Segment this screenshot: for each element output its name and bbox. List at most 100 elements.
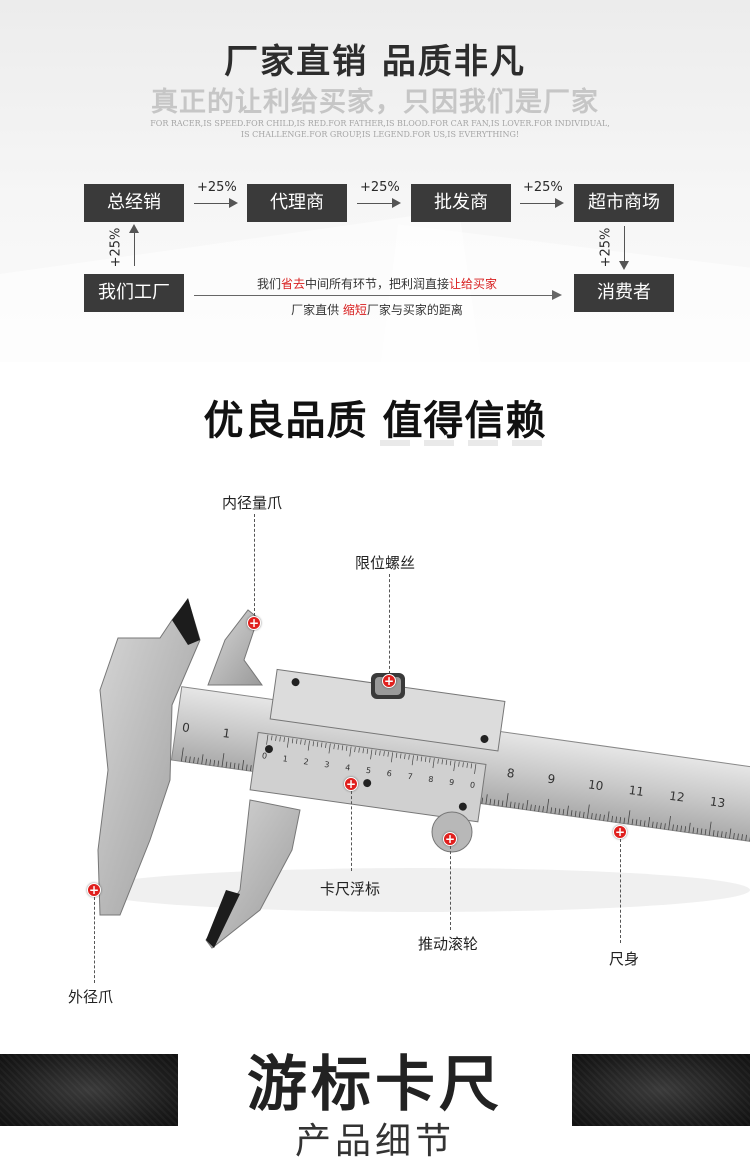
scale-tick bbox=[534, 805, 536, 812]
scale-tick bbox=[245, 764, 248, 771]
scale-tick bbox=[550, 807, 553, 814]
scale-number: 1 bbox=[222, 726, 232, 741]
label-main-body: 尺身 bbox=[609, 950, 640, 968]
label-vernier: 卡尺浮标 bbox=[320, 880, 381, 898]
marker-main-body: + bbox=[613, 825, 627, 839]
scale-tick bbox=[546, 798, 550, 813]
vernier-tick bbox=[275, 735, 277, 741]
scale-tick bbox=[627, 810, 631, 825]
vernier-tick bbox=[320, 742, 323, 748]
scale-tick bbox=[237, 763, 240, 770]
scale-number: 9 bbox=[547, 772, 557, 787]
scale-number: 12 bbox=[668, 789, 685, 805]
vernier-tick bbox=[437, 758, 439, 764]
scale-tick bbox=[660, 822, 662, 829]
scale-tick bbox=[680, 825, 682, 832]
scale-tick bbox=[684, 826, 687, 833]
supply-chain-section: 厂家直销 品质非凡 真正的让利给买家，只因我们是厂家 FOR RACER,IS … bbox=[0, 0, 750, 362]
vernier-tick bbox=[296, 738, 298, 744]
scale-tick bbox=[505, 793, 509, 808]
scale-tick bbox=[668, 815, 671, 830]
vernier-tick bbox=[366, 748, 369, 754]
scale-tick bbox=[233, 762, 236, 769]
vernier-tick bbox=[429, 757, 431, 763]
section-subtitle: 真正的让利给买家，只因我们是厂家 bbox=[151, 87, 599, 118]
marker-thumb-roller: + bbox=[443, 832, 457, 846]
box-consumer: 消费者 bbox=[574, 274, 674, 312]
scale-tick bbox=[619, 817, 622, 824]
box-wholesaler: 批发商 bbox=[411, 184, 511, 222]
scale-tick bbox=[700, 828, 703, 835]
vernier-number: 0 bbox=[469, 780, 475, 790]
vernier-tick bbox=[449, 760, 452, 766]
vernier-number: 1 bbox=[282, 754, 288, 764]
scale-tick bbox=[586, 804, 590, 819]
scale-tick bbox=[513, 802, 516, 809]
leader-inner-jaw bbox=[254, 514, 255, 616]
scale-tick bbox=[631, 818, 634, 825]
scale-tick bbox=[530, 804, 532, 811]
label-outer-jaw: 外径爪 bbox=[68, 988, 114, 1006]
scale-tick bbox=[241, 759, 245, 771]
vernier-tick bbox=[312, 741, 315, 747]
scale-tick bbox=[185, 755, 187, 763]
scale-tick bbox=[213, 759, 216, 767]
vernier-tick bbox=[390, 752, 394, 763]
right-dark-band bbox=[572, 1054, 750, 1126]
markup-label-3: +25% bbox=[523, 180, 563, 195]
vernier-tick bbox=[462, 762, 464, 768]
scale-number: 0 bbox=[181, 720, 191, 735]
vernier-ticks bbox=[266, 734, 477, 774]
vernier-tick bbox=[337, 744, 340, 750]
vernier-tick bbox=[400, 753, 402, 759]
scale-tick bbox=[599, 814, 601, 821]
box-distributor: 总经销 bbox=[84, 184, 184, 222]
label-thumb-roller: 推动滚轮 bbox=[418, 935, 479, 953]
vernier-number: 4 bbox=[345, 763, 351, 773]
vernier-tick bbox=[279, 736, 281, 742]
scale-tick bbox=[229, 762, 232, 769]
leader-main-body bbox=[620, 839, 621, 943]
vernier-tick bbox=[404, 754, 406, 760]
vernier-tick bbox=[458, 761, 460, 767]
scale-tick bbox=[193, 757, 195, 764]
scale-tick bbox=[221, 753, 225, 768]
label-limit-screw: 限位螺丝 bbox=[355, 554, 416, 572]
vernier-tick bbox=[362, 748, 364, 754]
marker-limit-screw: + bbox=[382, 674, 396, 688]
jaw-tip-dark bbox=[172, 598, 200, 645]
vernier-tick bbox=[300, 739, 302, 745]
scale-tick bbox=[542, 806, 544, 813]
vernier-tick bbox=[328, 743, 331, 754]
vernier-tick bbox=[395, 752, 398, 758]
scale-tick bbox=[664, 823, 666, 830]
scale-tick bbox=[607, 811, 610, 822]
note1-mid: 中间所有环节，把利润直接 bbox=[305, 277, 450, 291]
vernier-tick bbox=[304, 740, 306, 746]
product-title: 游标卡尺 bbox=[247, 1050, 503, 1120]
vernier-tick bbox=[287, 737, 290, 748]
vernier-tick bbox=[375, 749, 377, 756]
arrow-up-icon bbox=[129, 224, 139, 266]
scale-tick bbox=[692, 827, 695, 834]
vernier-tick bbox=[453, 761, 456, 772]
scale-tick bbox=[538, 805, 540, 812]
note1-red2: 让给买家 bbox=[449, 277, 498, 291]
scale-tick bbox=[615, 816, 618, 823]
arrow-right-icon bbox=[520, 198, 564, 208]
vernier-tick bbox=[416, 755, 419, 761]
screw-icon bbox=[480, 734, 489, 743]
markup-label-2: +25% bbox=[360, 180, 400, 195]
vernier-tick bbox=[379, 750, 381, 756]
scale-tick bbox=[688, 822, 691, 833]
scale-tick bbox=[249, 765, 252, 772]
scale-tick bbox=[720, 831, 723, 838]
scale-tick bbox=[570, 810, 573, 817]
scale-tick bbox=[737, 833, 739, 840]
arrow-right-icon bbox=[194, 198, 238, 208]
scale-tick bbox=[481, 797, 484, 804]
box-agent: 代理商 bbox=[247, 184, 347, 222]
scale-tick bbox=[180, 747, 184, 762]
